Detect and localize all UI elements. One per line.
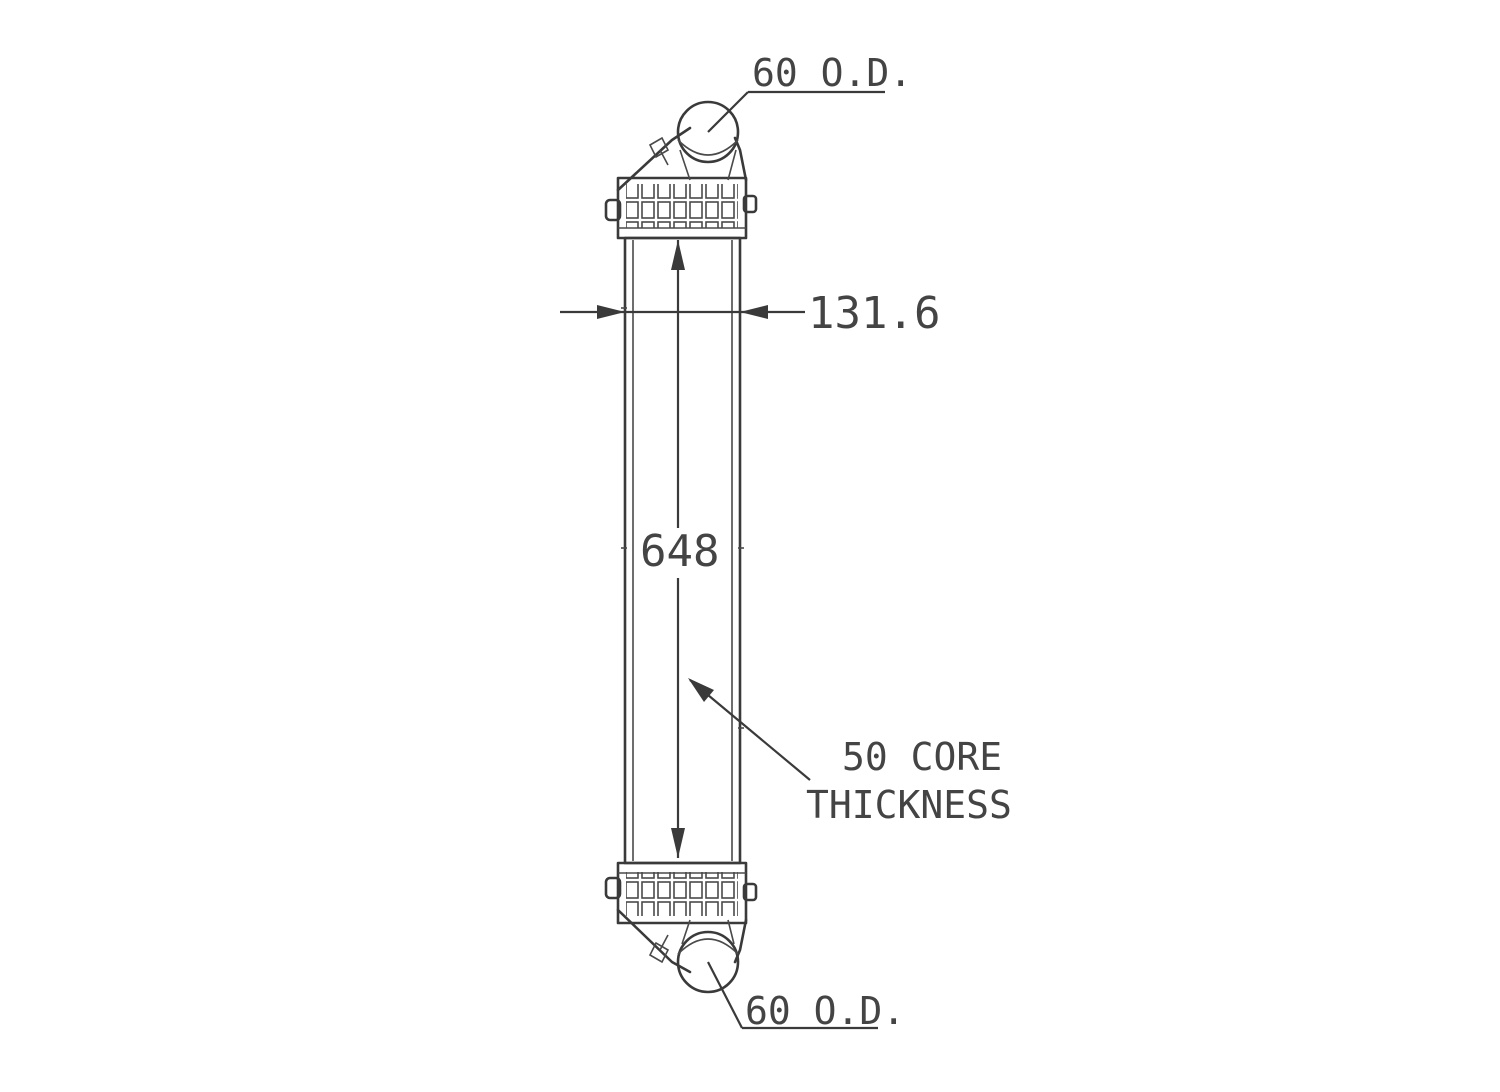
top-outlet-pipe [676,100,740,181]
bottom-outlet-pipe [676,919,740,994]
top-diameter-callout: 60 O.D. [707,51,912,133]
core-width-label: 131.6 [808,288,940,339]
core-height-dimension: 648 [640,240,719,858]
top-tank [604,126,758,240]
bottom-diameter-label: 60 O.D. [745,989,905,1033]
core-height-label: 648 [640,526,719,577]
core-thickness-label-line1: 50 CORE [842,735,1002,779]
bottom-tank [604,861,758,974]
top-diameter-label: 60 O.D. [752,51,912,95]
bottom-diameter-callout: 60 O.D. [707,961,905,1033]
core-thickness-callout: 50 CORE THICKNESS [688,678,1012,827]
core-width-dimension: 131.6 [560,288,940,339]
core-thickness-label-line2: THICKNESS [806,783,1012,827]
